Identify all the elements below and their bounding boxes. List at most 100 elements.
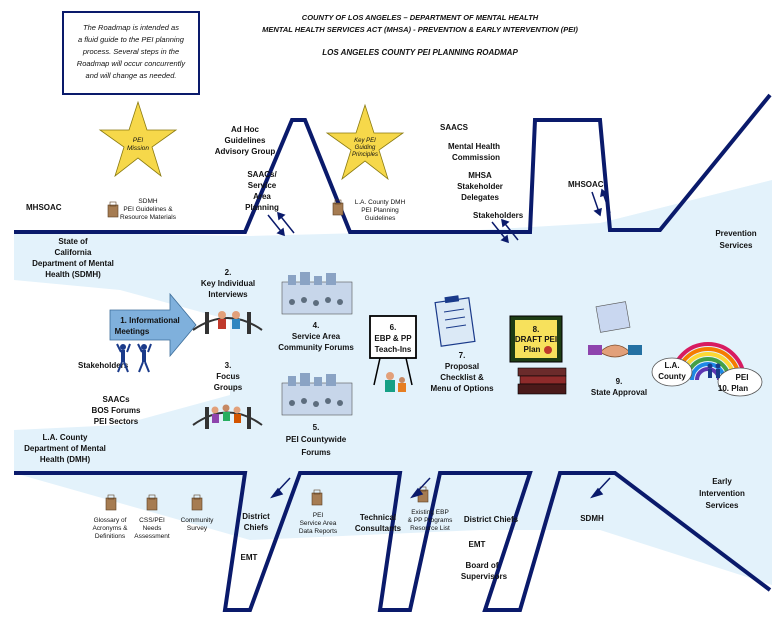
label-adhoc-1: Ad Hoc xyxy=(231,125,260,134)
label-district-chiefs-right: District Chiefs xyxy=(464,515,519,524)
label-mh-commission-1: Mental Health xyxy=(448,142,500,151)
note-line-4: Roadmap will occur concurrently xyxy=(77,59,187,68)
note-line-1: The Roadmap is intended as xyxy=(83,23,179,32)
step-9-label-1: 9. xyxy=(616,377,623,386)
step-7-label-3: Checklist & xyxy=(440,373,484,382)
label-early-3: Services xyxy=(706,501,739,510)
header-line1: COUNTY OF LOS ANGELES – DEPARTMENT OF ME… xyxy=(302,13,539,22)
label-needs-1: CSS/PEI xyxy=(139,517,165,524)
people-icon xyxy=(707,363,721,378)
label-emt-left: EMT xyxy=(241,553,258,562)
step-9-label-2: State Approval xyxy=(591,388,647,397)
label-prevention-2: Services xyxy=(720,241,753,250)
draft-plan-icon xyxy=(509,315,567,395)
label-stakeholders-top: Stakeholders xyxy=(473,211,524,220)
double-arrow-icon xyxy=(267,211,295,237)
label-mhsa-delegates-1: MHSA xyxy=(468,171,492,180)
label-state-1: State of xyxy=(58,237,88,246)
svg-text:Mission: Mission xyxy=(127,145,149,152)
step-1-arrow: 1. Informational Meetings xyxy=(109,292,197,358)
bag-icon xyxy=(311,489,323,506)
star-guiding-principles: Key PEI Guiding Principles xyxy=(325,103,405,181)
countywide-forum-icon xyxy=(281,373,353,416)
label-glossary-2: Acronyms & xyxy=(92,525,128,532)
bag-icon xyxy=(105,494,117,511)
label-resource-list-2: & PP Programs xyxy=(408,517,453,524)
step-5-label-2: PEI Countywide xyxy=(286,435,347,444)
label-saacs-left-2: BOS Forums xyxy=(92,406,141,415)
step-2-label-3: Interviews xyxy=(208,290,248,299)
bridge-focus-group-icon xyxy=(192,404,263,429)
label-dmh-guidelines-2: PEI Planning xyxy=(361,207,399,214)
people-icon xyxy=(116,343,152,373)
bottom-spine xyxy=(14,471,772,612)
step-3-label-1: 3. xyxy=(225,361,232,370)
step-6-label-3: Teach-Ins xyxy=(375,345,412,354)
double-arrow-icon xyxy=(591,188,611,217)
label-resource-list-1: Existing EBP xyxy=(411,509,449,516)
arrow-icon xyxy=(410,477,431,499)
handshake-icon xyxy=(588,301,642,358)
label-service-reports-1: PEI xyxy=(313,512,324,519)
label-saacs-planning-3: Area xyxy=(253,192,271,201)
note-box: The Roadmap is intended as a fluid guide… xyxy=(62,11,200,95)
label-saacs-planning-4: Planning xyxy=(245,203,279,212)
checklist-clipboard-icon xyxy=(434,295,476,347)
label-early-1: Early xyxy=(712,477,732,486)
step-3-label-3: Groups xyxy=(214,383,243,392)
label-state-4: Health (SDMH) xyxy=(45,270,101,279)
label-adhoc-2: Guidelines xyxy=(225,136,266,145)
label-prevention-1: Prevention xyxy=(715,229,756,238)
label-sdmh-resources-3: Resource Materials xyxy=(120,214,177,221)
label-technical-2: Consultants xyxy=(355,524,402,533)
step-7-label-1: 7. xyxy=(459,351,466,360)
top-spine xyxy=(14,93,772,234)
note-line-3: process. Several steps in the xyxy=(82,47,179,56)
label-la-county-1: L.A. County xyxy=(43,433,88,442)
step-4-label-1: 4. xyxy=(313,321,320,330)
step-10-plan-1: PEI xyxy=(736,373,749,382)
step-6-label-1: 6. xyxy=(390,323,397,332)
double-arrow-icon xyxy=(491,218,519,244)
svg-text:1. Informational: 1. Informational xyxy=(120,316,180,325)
step-10-county-2: County xyxy=(658,372,686,381)
label-la-county-3: Health (DMH) xyxy=(40,455,91,464)
step-7-label-2: Proposal xyxy=(445,362,479,371)
step-6-label-2: EBP & PP xyxy=(374,334,412,343)
label-mhsoac-left: MHSOAC xyxy=(26,203,62,212)
label-sdmh-bottom: SDMH xyxy=(580,514,604,523)
label-state-2: California xyxy=(55,248,92,257)
label-needs-3: Assessment xyxy=(134,533,170,540)
step-8-label-3: Plan xyxy=(524,345,541,354)
bag-icon xyxy=(191,494,203,511)
community-forum-icon xyxy=(281,272,353,315)
bag-icon xyxy=(146,494,158,511)
svg-text:Key PEI: Key PEI xyxy=(354,138,376,144)
label-board-1: Board of xyxy=(466,561,499,570)
step-8-label-1: 8. xyxy=(533,325,540,334)
label-survey-1: Community xyxy=(181,517,215,524)
svg-text:Guiding: Guiding xyxy=(355,145,376,151)
label-sdmh-resources-2: PEI Guidelines & xyxy=(123,206,173,213)
label-saacs-planning-1: SAACs/ xyxy=(247,170,277,179)
step-2-label-2: Key Individual xyxy=(201,279,255,288)
label-stakeholders-left: Stakeholders xyxy=(78,361,129,370)
label-district-chiefs-left-1: District xyxy=(242,512,270,521)
bag-icon xyxy=(107,201,119,218)
label-glossary-3: Definitions xyxy=(95,533,126,540)
label-technical-1: Technical xyxy=(360,513,396,522)
step-2-label-1: 2. xyxy=(225,268,232,277)
cloud-icon xyxy=(651,357,763,397)
note-line-5: and will change as needed. xyxy=(86,71,177,80)
svg-text:Meetings: Meetings xyxy=(115,327,150,336)
step-10-plan-2: 10. Plan xyxy=(718,384,748,393)
arrow-icon xyxy=(270,477,291,499)
note-line-2: a fluid guide to the PEI planning xyxy=(78,35,185,44)
label-service-reports-2: Service Area xyxy=(300,520,337,527)
bag-icon xyxy=(332,199,344,216)
label-dmh-guidelines-3: Guidelines xyxy=(365,215,396,222)
star-pei-mission: PEI Mission xyxy=(98,100,178,178)
step-5-label-3: Forums xyxy=(301,448,331,457)
label-district-chiefs-left-2: Chiefs xyxy=(244,523,269,532)
